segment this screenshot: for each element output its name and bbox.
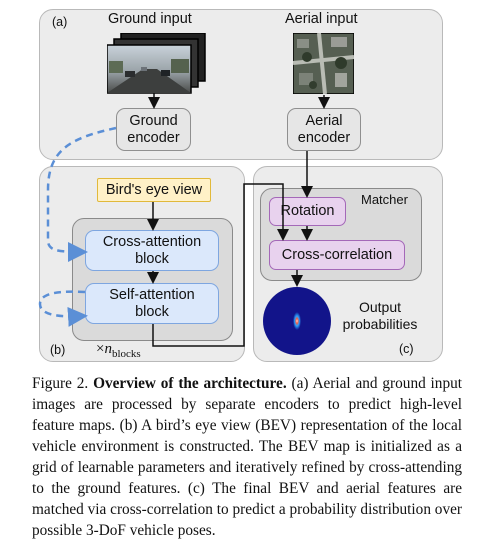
ground-camera-image-icon bbox=[106, 32, 206, 94]
bev-box: Bird's eye view bbox=[97, 178, 211, 202]
panel-a-label: (a) bbox=[52, 15, 68, 29]
self-attention-block: Self-attention block bbox=[85, 283, 219, 324]
self-attention-label: Self-attention block bbox=[109, 286, 195, 320]
panel-b-label: (b) bbox=[50, 343, 66, 357]
probability-heatmap-icon bbox=[263, 287, 331, 355]
rotation-block: Rotation bbox=[269, 197, 346, 226]
ground-encoder: Ground encoder bbox=[116, 108, 191, 151]
aerial-encoder-label: Aerial encoder bbox=[297, 112, 351, 146]
figure-caption: Figure 2. Overview of the architecture. … bbox=[32, 375, 463, 539]
aerial-encoder: Aerial encoder bbox=[287, 108, 361, 151]
bev-label: Bird's eye view bbox=[105, 181, 203, 198]
cross-correlation-label: Cross-correlation bbox=[281, 246, 393, 263]
aerial-image bbox=[292, 32, 355, 95]
aerial-input-label: Aerial input bbox=[285, 11, 358, 27]
output-probabilities-label: Output probabilities bbox=[342, 299, 418, 332]
cross-correlation-block: Cross-correlation bbox=[269, 240, 405, 270]
repeat-count-label: ×nblocks bbox=[96, 341, 141, 360]
matcher-label: Matcher bbox=[361, 192, 408, 207]
panel-c-label: (c) bbox=[399, 342, 414, 356]
ground-encoder-label: Ground encoder bbox=[127, 112, 180, 146]
rotation-label: Rotation bbox=[280, 203, 335, 219]
connector-arrows bbox=[38, 93, 330, 347]
ground-image-stack bbox=[106, 32, 207, 95]
cross-attention-block: Cross-attention block bbox=[85, 230, 219, 271]
ground-input-label: Ground input bbox=[108, 11, 192, 27]
self-attention-to-correlation-arrow bbox=[152, 183, 289, 347]
self-attention-loop-arrow bbox=[38, 290, 88, 327]
aerial-satellite-image-icon bbox=[292, 32, 355, 95]
probability-map bbox=[262, 286, 332, 356]
ground-features-dashed-arrow bbox=[46, 126, 117, 262]
cross-attention-label: Cross-attention block bbox=[102, 233, 202, 267]
